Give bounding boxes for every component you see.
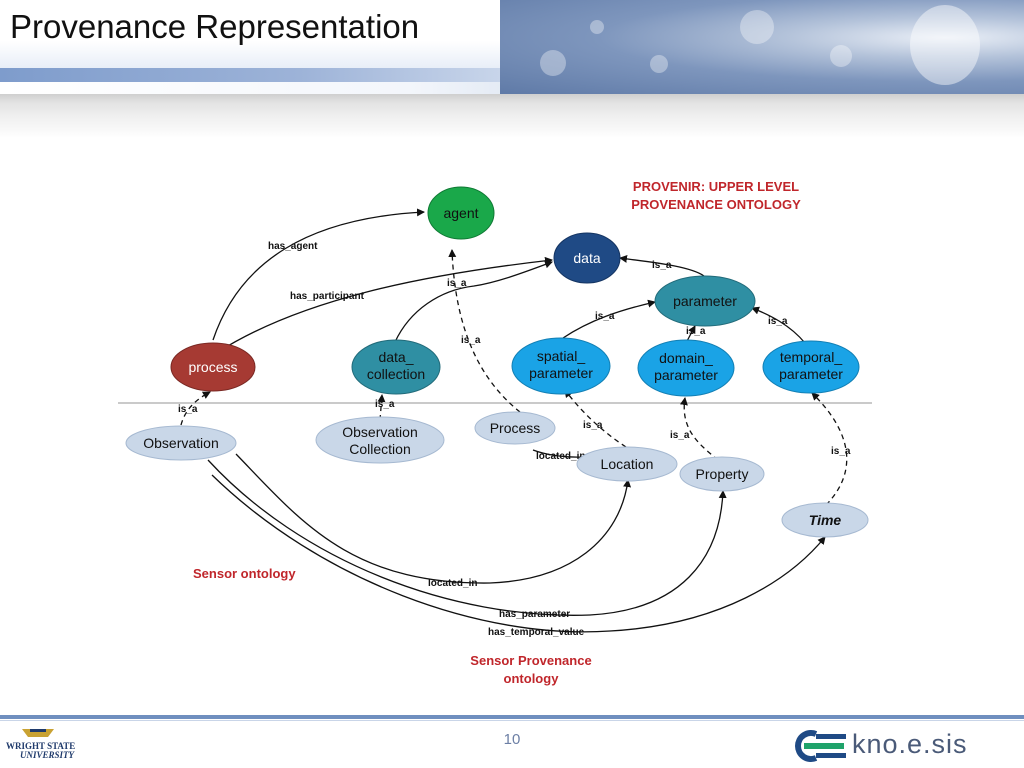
heading-provenance-2: ontology bbox=[504, 671, 560, 686]
knoesis-logo-text: kno.e.sis bbox=[852, 729, 968, 759]
page-number: 10 bbox=[503, 731, 521, 748]
node-spatial-parameter: spatial_ parameter bbox=[511, 337, 611, 395]
label-located-in-1: located_in bbox=[536, 451, 585, 462]
footer-rule-thin bbox=[0, 720, 1024, 721]
wsu-line-2: UNIVERSITY bbox=[20, 750, 75, 760]
label-is-a-3: is_a bbox=[652, 260, 672, 271]
heading-upper-1: PROVENIR: UPPER LEVEL bbox=[633, 179, 799, 194]
title-background bbox=[0, 0, 500, 68]
node-time: Time bbox=[781, 502, 869, 538]
node-process: process bbox=[170, 342, 256, 392]
node-observation-label: Observation bbox=[143, 435, 218, 451]
edge-has-agent bbox=[212, 208, 425, 341]
node-location-label: Location bbox=[601, 456, 654, 472]
node-agent-label: agent bbox=[443, 205, 478, 221]
node-parameter-label: parameter bbox=[673, 293, 737, 309]
label-is-a-1: is_a bbox=[447, 278, 467, 289]
edge-observation-has-parameter bbox=[207, 459, 727, 616]
node-domain-label-1: domain_ bbox=[659, 350, 713, 366]
edge-observation-located-in bbox=[235, 453, 632, 584]
edge-observation-is-a-process bbox=[180, 391, 211, 426]
page-title: Provenance Representation bbox=[10, 8, 420, 45]
node-parameter: parameter bbox=[654, 275, 756, 327]
label-has-agent: has_agent bbox=[268, 241, 318, 252]
edge-process-is-a-agent bbox=[448, 249, 521, 413]
node-data: data bbox=[553, 232, 621, 284]
edge-location-is-a-spatial bbox=[564, 389, 627, 448]
node-time-label: Time bbox=[809, 512, 842, 528]
node-domain-label-2: parameter bbox=[654, 367, 718, 383]
node-temporal-label-1: temporal_ bbox=[780, 349, 842, 365]
label-is-a-8: is_a bbox=[375, 399, 395, 410]
node-temporal-parameter: temporal_ parameter bbox=[762, 340, 860, 394]
edge-observationcollection-is-a bbox=[377, 394, 386, 421]
node-sensor-process-label: Process bbox=[490, 420, 541, 436]
node-data-collection-label-2: collection bbox=[367, 366, 425, 382]
heading-upper-2: PROVENANCE ONTOLOGY bbox=[631, 197, 801, 212]
node-spatial-label-2: parameter bbox=[529, 365, 593, 381]
knoesis-logo-icon bbox=[795, 730, 846, 762]
edge-observation-has-temporal-value bbox=[211, 474, 826, 633]
node-data-collection: data_ collection bbox=[351, 339, 441, 395]
edge-spatial-is-a-parameter bbox=[562, 299, 656, 339]
heading-sensor-ontology: Sensor ontology bbox=[193, 566, 296, 581]
node-agent: agent bbox=[427, 186, 495, 240]
edge-property-is-a-domain bbox=[679, 397, 719, 461]
edge-parameter-is-a-data bbox=[619, 254, 705, 277]
edge-data-collection-is-a bbox=[394, 260, 553, 343]
node-property-label: Property bbox=[696, 466, 749, 482]
label-is-a-7: is_a bbox=[178, 404, 198, 415]
label-has-temporal-value: has_temporal_value bbox=[488, 627, 585, 638]
label-has-parameter: has_parameter bbox=[499, 609, 570, 620]
label-is-a-4: is_a bbox=[595, 311, 615, 322]
label-is-a-2: is_a bbox=[461, 335, 481, 346]
node-observation-collection: Observation Collection bbox=[315, 416, 445, 464]
header-blue-band bbox=[0, 68, 500, 82]
node-observation-collection-label-2: Collection bbox=[349, 441, 410, 457]
wsu-line-1: WRIGHT STATE bbox=[6, 741, 76, 751]
node-sensor-process: Process bbox=[474, 411, 556, 445]
slide-header: Provenance Representation bbox=[0, 0, 1024, 94]
footer-rule bbox=[0, 715, 1024, 719]
edge-has-participant bbox=[217, 256, 553, 353]
wright-state-logo-text: WRIGHT STATE UNIVERSITY bbox=[6, 742, 76, 760]
label-is-a-5: is_a bbox=[686, 326, 706, 337]
edge-temporal-is-a-parameter bbox=[751, 306, 806, 344]
node-observation-collection-label-1: Observation bbox=[342, 424, 417, 440]
wright-state-logo-icon bbox=[22, 729, 54, 737]
edge-time-is-a-temporal bbox=[811, 392, 848, 506]
node-property: Property bbox=[679, 456, 765, 492]
node-observation: Observation bbox=[125, 425, 237, 461]
label-is-a-10: is_a bbox=[670, 430, 690, 441]
label-is-a-9: is_a bbox=[583, 420, 603, 431]
node-temporal-label-2: parameter bbox=[779, 366, 843, 382]
heading-provenance-1: Sensor Provenance bbox=[470, 653, 591, 668]
label-located-in-2: located_in bbox=[428, 578, 477, 589]
header-grey-band bbox=[0, 94, 1024, 138]
node-domain-parameter: domain_ parameter bbox=[637, 339, 735, 397]
node-process-label: process bbox=[188, 359, 237, 375]
header-photo bbox=[500, 0, 1024, 94]
label-is-a-6: is_a bbox=[768, 316, 788, 327]
node-data-label: data bbox=[573, 250, 600, 266]
node-spatial-label-1: spatial_ bbox=[537, 348, 585, 364]
label-has-participant: has_participant bbox=[290, 291, 365, 302]
node-location: Location bbox=[576, 446, 678, 482]
node-data-collection-label-1: data_ bbox=[378, 349, 413, 365]
label-is-a-11: is_a bbox=[831, 446, 851, 457]
